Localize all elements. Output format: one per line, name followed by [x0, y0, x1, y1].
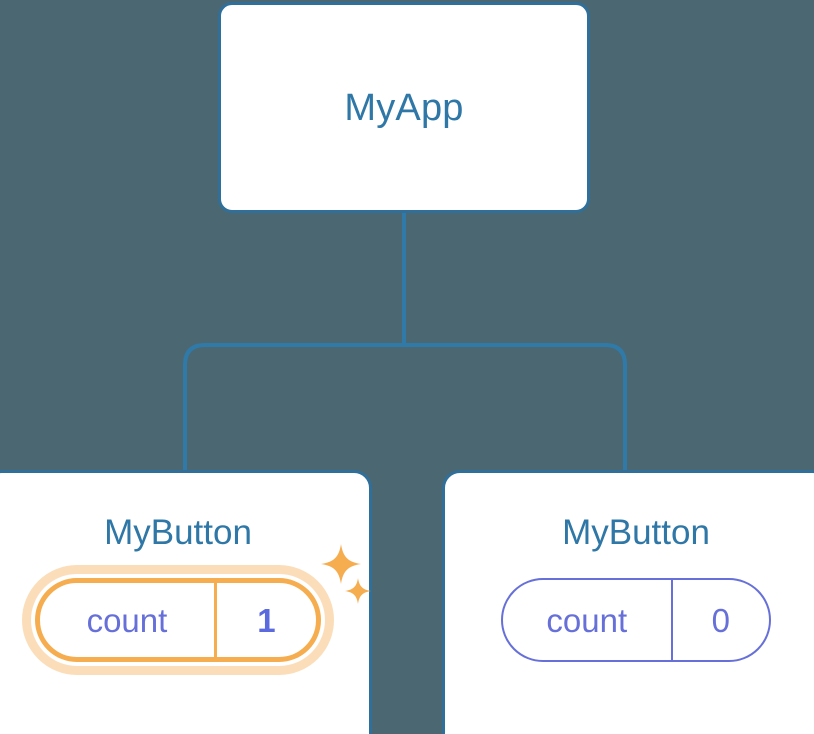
- child-node-title-right: MyButton: [562, 513, 710, 552]
- state-pill-value-left: 1: [257, 601, 276, 639]
- root-node-title: MyApp: [344, 86, 464, 129]
- state-pill-right[interactable]: count 0: [501, 578, 771, 662]
- connector-branch-right: [404, 343, 627, 476]
- state-pill-value-right: 0: [711, 601, 730, 639]
- state-pill-wrap-right: count 0: [501, 578, 771, 662]
- state-pill-key-right: count: [546, 601, 628, 639]
- state-pill-wrap-left: count 1: [22, 544, 371, 675]
- child-node-title-left: MyButton: [104, 513, 252, 552]
- sparkle-small-icon: [345, 578, 371, 604]
- state-pill-left[interactable]: count 1: [35, 578, 321, 662]
- state-pill-value-cell-left: 1: [217, 583, 316, 657]
- state-changed-sparkles: [319, 544, 379, 616]
- sparkle-large-icon: [321, 544, 361, 584]
- node-card-child-left[interactable]: MyButton count 1: [0, 470, 372, 734]
- state-pill-divider-right: [670, 580, 673, 660]
- connector-branch-left: [183, 343, 404, 476]
- state-pill-key-cell-right: count: [503, 580, 671, 660]
- node-card-root[interactable]: MyApp: [218, 2, 590, 213]
- state-pill-key-cell-left: count: [40, 583, 214, 657]
- state-pill-divider-left: [213, 583, 217, 657]
- state-pill-value-cell-right: 0: [673, 580, 769, 660]
- node-card-child-right[interactable]: MyButton count 0: [442, 470, 814, 734]
- state-pill-key-left: count: [86, 601, 168, 639]
